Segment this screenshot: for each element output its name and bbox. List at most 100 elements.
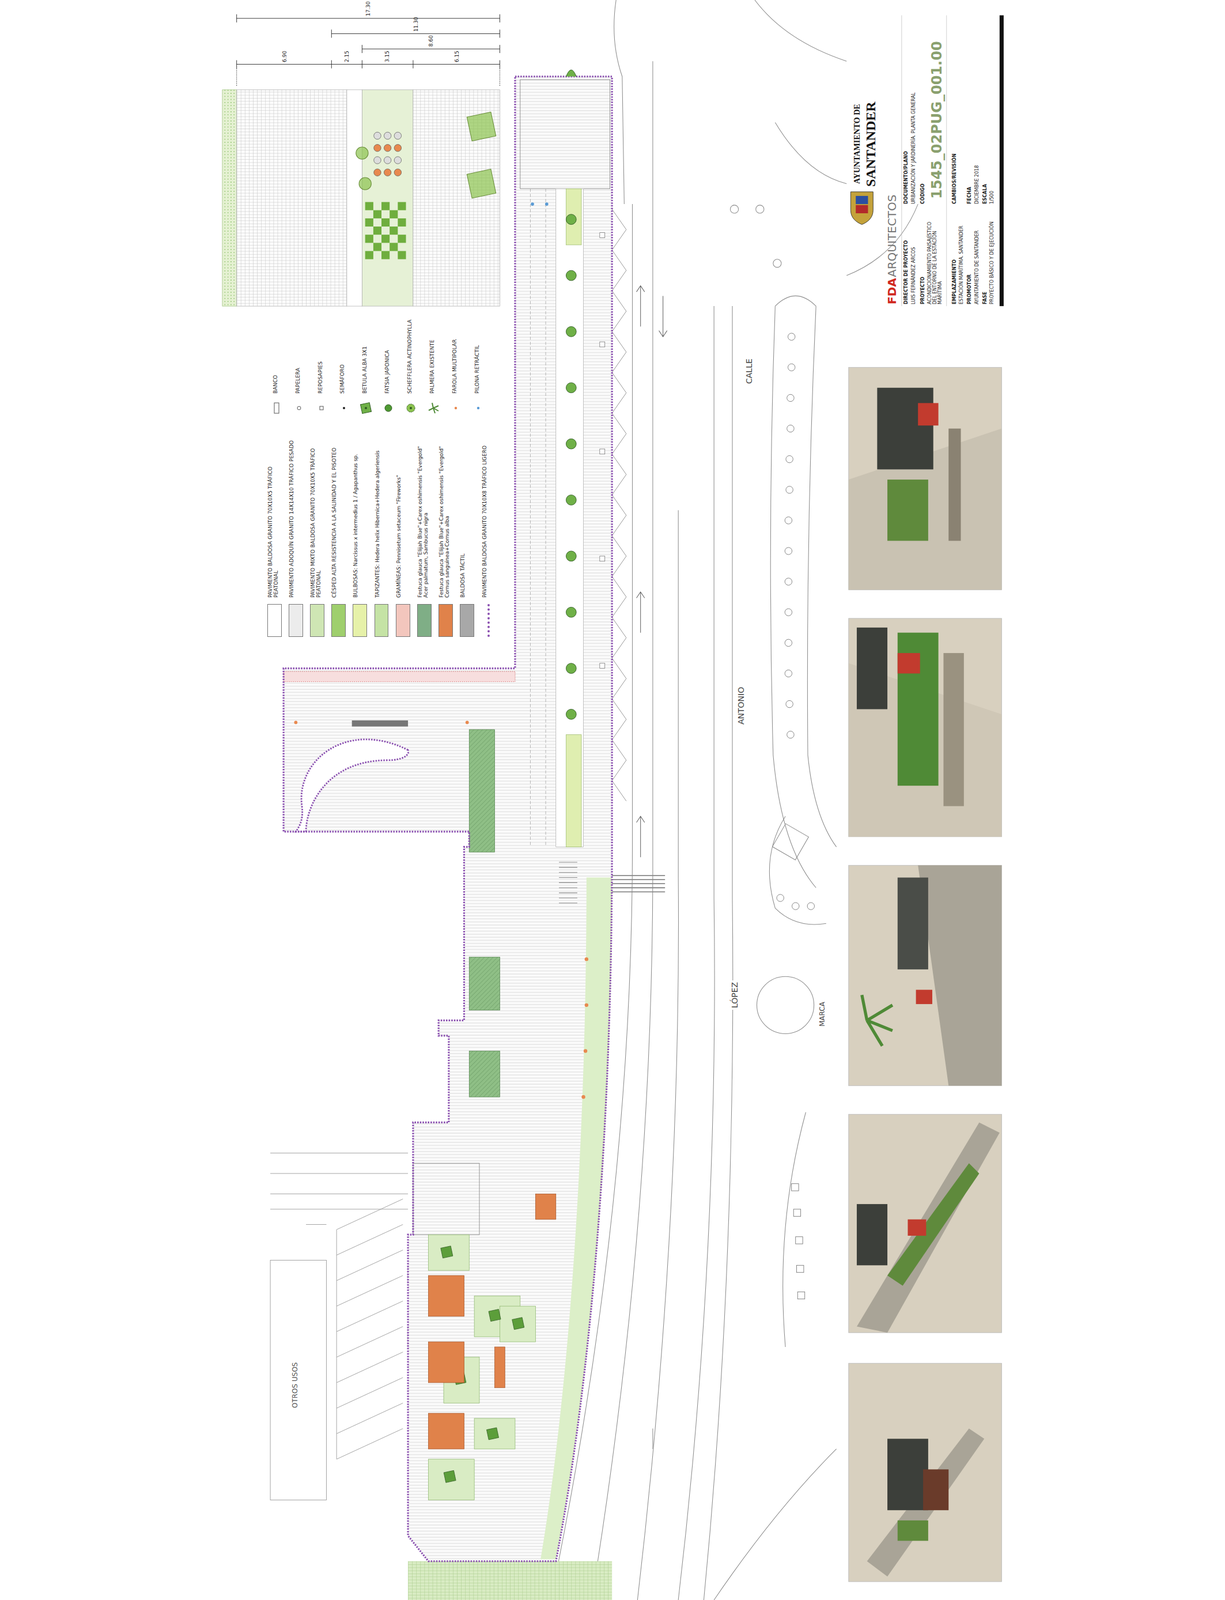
parking-part bbox=[336, 1198, 403, 1459]
section-detail-part-part bbox=[373, 131, 381, 139]
legend-text: SEMÁFORO bbox=[339, 304, 346, 395]
road-lines-part bbox=[614, 0, 625, 204]
section-detail-part-part bbox=[383, 168, 391, 176]
plan-area-part bbox=[469, 729, 495, 852]
plan-area-part bbox=[611, 875, 665, 892]
plan-area-part-part bbox=[443, 1469, 456, 1482]
title-field: ESCALA bbox=[982, 183, 988, 204]
median-trees-part bbox=[785, 455, 793, 463]
render-views-part bbox=[948, 428, 961, 542]
dimension: 2.15 bbox=[343, 50, 350, 63]
section-detail-part-part bbox=[373, 168, 381, 176]
median-trees-part bbox=[792, 902, 800, 910]
plan-area-part bbox=[565, 214, 577, 720]
dimension: 6.90 bbox=[281, 50, 288, 63]
plan-area-part-part bbox=[428, 1234, 470, 1270]
median-trees-part bbox=[787, 363, 795, 371]
legend-text: CÉSPED ALTA RESISTENCIA A LA SALINIDAD Y… bbox=[331, 439, 338, 598]
section-detail-part-part bbox=[356, 146, 369, 160]
section-detail-part-part bbox=[394, 168, 402, 176]
plan-area-part-part bbox=[599, 448, 606, 455]
title-block-part bbox=[855, 205, 868, 214]
legend-swatch bbox=[288, 603, 304, 637]
legend-swatch bbox=[438, 603, 453, 637]
plan-area-part-part bbox=[428, 1458, 475, 1500]
median-trees-part bbox=[787, 394, 795, 402]
plan-area-part-part bbox=[428, 1412, 464, 1449]
legend-text: PAVIMENTO MIXTO BALDOSA GRANITO 70X10X5 … bbox=[309, 439, 323, 598]
median-trees bbox=[776, 333, 815, 1299]
section-detail-part-part bbox=[381, 202, 390, 211]
legend-symbol bbox=[291, 400, 307, 416]
section-detail-part-part bbox=[381, 251, 390, 260]
plan-area-part-part bbox=[294, 720, 298, 725]
median-trees-part bbox=[787, 730, 795, 738]
render-views-part bbox=[876, 387, 933, 470]
dimension-lines-part bbox=[236, 68, 501, 88]
legend-text: BETULA ALBA 3X1 bbox=[361, 304, 368, 395]
street-name: CALLE bbox=[744, 356, 754, 386]
median-trees-part bbox=[784, 639, 792, 646]
plan-area-part-part bbox=[565, 214, 577, 225]
render-views-part bbox=[917, 864, 1002, 1085]
render-views-part bbox=[897, 652, 921, 674]
median-trees-part bbox=[793, 1208, 801, 1216]
plan-area-part-part bbox=[583, 1048, 588, 1053]
plan-area-part-part bbox=[440, 1245, 453, 1258]
road-lines-part bbox=[770, 305, 816, 888]
title-field: PROMOTOR bbox=[966, 274, 973, 305]
plan-area-part bbox=[352, 720, 408, 727]
road-lines-part bbox=[756, 976, 814, 1034]
plan-area-part bbox=[469, 957, 500, 1011]
title-value: LUIS FERNÁNDEZ ARCOS bbox=[910, 246, 917, 304]
section-detail-part bbox=[236, 89, 347, 306]
median-trees-part bbox=[784, 547, 792, 555]
dimension: 6.15 bbox=[454, 50, 460, 63]
legend-text: Festuca glauca "Elijah Blue"+Carex oshim… bbox=[417, 439, 430, 598]
plan-area-part-part bbox=[599, 556, 606, 562]
render-views-part bbox=[856, 627, 888, 710]
section-detail-part-part bbox=[466, 168, 496, 198]
plan-area-part bbox=[283, 671, 516, 682]
median-trees-part bbox=[784, 669, 792, 677]
plan-area-part bbox=[283, 76, 612, 1561]
plan-area-part bbox=[295, 739, 408, 832]
road-lines-part bbox=[678, 305, 715, 1600]
drawing-code: 1545_02PUG_001.00 bbox=[929, 41, 946, 200]
road-lines-part bbox=[730, 205, 739, 214]
section-detail-part-part bbox=[365, 218, 374, 227]
plan-area-part-part bbox=[530, 202, 535, 206]
section-detail-part-part bbox=[373, 226, 382, 235]
legend-symbol bbox=[314, 400, 330, 416]
road-lines-part bbox=[703, 305, 733, 1600]
plan-area-part bbox=[413, 1162, 480, 1235]
section-detail-part-part bbox=[397, 202, 406, 211]
parking bbox=[270, 1152, 408, 1500]
title-value: 1/500 bbox=[989, 190, 995, 204]
section-detail-part-part bbox=[389, 210, 398, 219]
plan-area-part bbox=[407, 1560, 612, 1600]
title-block-part bbox=[850, 191, 873, 225]
legend-swatch bbox=[459, 603, 475, 637]
section-detail-part-part bbox=[373, 156, 381, 164]
plan-area-part bbox=[530, 188, 546, 848]
section-detail-part-part bbox=[389, 242, 398, 251]
plan-area-part-part bbox=[565, 494, 577, 506]
section-detail-part bbox=[361, 89, 414, 306]
firm-logo: FDA bbox=[885, 277, 899, 305]
legend-swatch bbox=[374, 603, 389, 637]
traffic-arrows-part bbox=[636, 285, 645, 327]
render-views-part bbox=[856, 1121, 1000, 1333]
dimension: 8.60 bbox=[428, 35, 434, 47]
section-detail-part bbox=[413, 89, 500, 306]
title-block-part bbox=[855, 195, 868, 204]
section-detail-part-part bbox=[383, 131, 391, 139]
title-field: CAMBIOS/REVISIÓN bbox=[951, 153, 958, 204]
plan-area-part bbox=[611, 209, 627, 801]
road-lines-part bbox=[772, 823, 809, 860]
section-detail-part bbox=[346, 89, 363, 306]
render-views-part bbox=[887, 1162, 979, 1285]
plan-area-part bbox=[565, 69, 577, 77]
legend-text: PILONA RETRÁCTIL bbox=[474, 304, 480, 395]
render-views-part bbox=[897, 1520, 929, 1541]
